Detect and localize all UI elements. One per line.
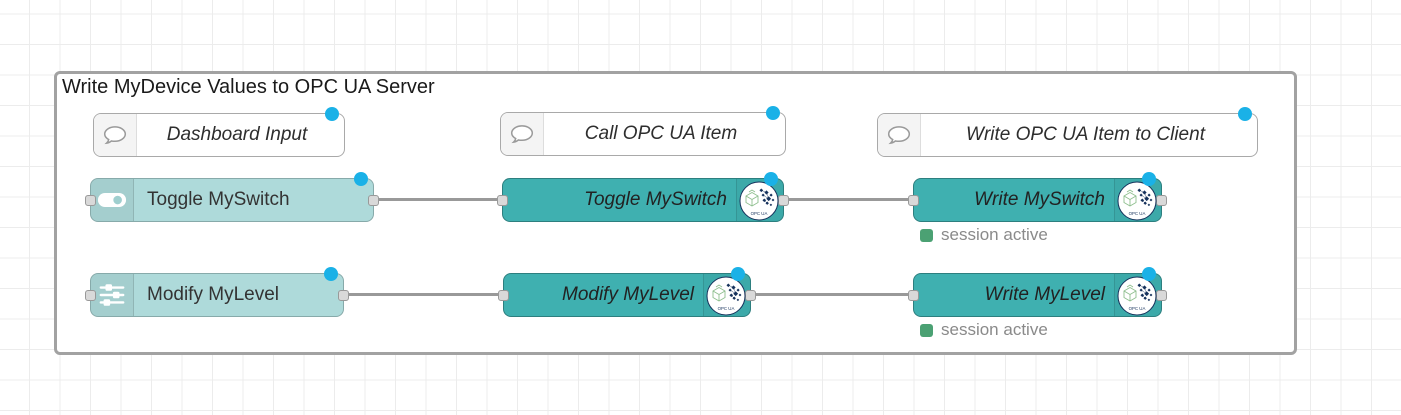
input-port[interactable] — [85, 290, 96, 301]
status-text: session active — [941, 225, 1048, 244]
node-label: Modify MyLevel — [562, 284, 694, 305]
output-port[interactable] — [1156, 195, 1167, 206]
comment-label: Write OPC UA Item to Client — [966, 124, 1205, 145]
changed-indicator-dot — [1142, 172, 1156, 186]
output-port[interactable] — [368, 195, 379, 206]
comment-node-write-opcua-item[interactable]: Write OPC UA Item to Client — [877, 107, 1258, 157]
wire-toggle-call-to-write[interactable] — [783, 198, 913, 201]
output-port[interactable] — [745, 290, 756, 301]
opcua-logo-icon: OPC UA — [1117, 276, 1157, 316]
output-port[interactable] — [778, 195, 789, 206]
node-label: Modify MyLevel — [147, 284, 279, 305]
wire-level-dashboard-to-call[interactable] — [344, 293, 503, 296]
node-opcua-write-mylevel[interactable]: Write MyLevel — [908, 267, 1167, 339]
opcua-logo-icon: OPC UA — [1117, 181, 1157, 221]
input-port[interactable] — [498, 290, 509, 301]
input-port[interactable] — [497, 195, 508, 206]
input-port[interactable] — [908, 195, 919, 206]
changed-indicator-dot — [1238, 107, 1252, 121]
svg-text:OPC UA: OPC UA — [1129, 211, 1146, 216]
toggle-switch-icon — [91, 179, 134, 221]
status-text: session active — [941, 320, 1048, 339]
comment-label: Dashboard Input — [166, 124, 308, 145]
changed-indicator-dot — [354, 172, 368, 186]
sliders-icon — [91, 274, 134, 316]
changed-indicator-dot — [764, 172, 778, 186]
changed-indicator-dot — [731, 267, 745, 281]
svg-text:OPC UA: OPC UA — [1129, 306, 1146, 311]
comment-label: Call OPC UA Item — [584, 123, 738, 144]
opcua-logo-icon: OPC UA — [739, 181, 779, 221]
output-port[interactable] — [338, 290, 349, 301]
svg-text:OPC UA: OPC UA — [718, 306, 735, 311]
input-port[interactable] — [908, 290, 919, 301]
node-label: Write MyLevel — [984, 284, 1105, 305]
comment-bubble-icon — [94, 114, 137, 156]
wire-level-call-to-write[interactable] — [751, 293, 913, 296]
svg-text:OPC UA: OPC UA — [751, 211, 768, 216]
status-green-square-icon — [920, 323, 933, 337]
output-port[interactable] — [1156, 290, 1167, 301]
node-dashboard-modify-mylevel[interactable]: Modify MyLevel — [85, 267, 349, 317]
node-label: Write MySwitch — [974, 189, 1105, 210]
changed-indicator-dot — [766, 106, 780, 120]
comment-node-dashboard-input[interactable]: Dashboard Input — [93, 107, 345, 157]
comment-bubble-icon — [878, 114, 921, 156]
node-opcua-write-myswitch[interactable]: Write MySwitch — [908, 172, 1167, 244]
node-opcua-call-toggle-myswitch[interactable]: Toggle MySwitch — [497, 172, 789, 222]
node-label: Toggle MySwitch — [584, 189, 727, 210]
node-opcua-call-modify-mylevel[interactable]: Modify MyLevel — [498, 267, 756, 317]
wire-toggle-dashboard-to-call[interactable] — [374, 198, 503, 201]
changed-indicator-dot — [325, 107, 339, 121]
node-label: Toggle MySwitch — [147, 189, 290, 210]
comment-bubble-icon — [501, 113, 544, 155]
changed-indicator-dot — [1142, 267, 1156, 281]
opcua-logo-icon: OPC UA — [706, 276, 746, 316]
node-status: session active — [920, 225, 1048, 245]
node-status: session active — [920, 320, 1048, 340]
input-port[interactable] — [85, 195, 96, 206]
group-label: Write MyDevice Values to OPC UA Server — [62, 76, 435, 98]
changed-indicator-dot — [324, 267, 338, 281]
node-dashboard-toggle-myswitch[interactable]: Toggle MySwitch — [85, 172, 379, 222]
comment-node-call-opcua-item[interactable]: Call OPC UA Item — [500, 106, 786, 156]
status-green-square-icon — [920, 228, 933, 242]
